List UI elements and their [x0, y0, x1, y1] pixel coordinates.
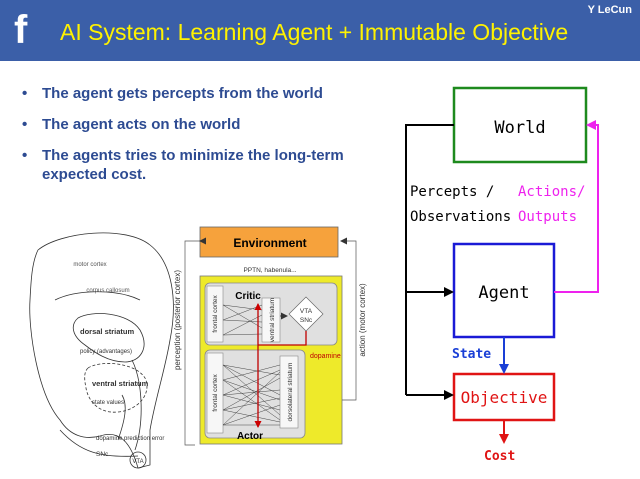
world-label: World: [494, 118, 545, 138]
bullet-text: The agents tries to minimize the long-te…: [42, 147, 344, 183]
dorsolateral-striatum-label: dorsolateral striatum: [287, 363, 294, 422]
dorsal-striatum-shape: [72, 313, 145, 363]
bullet-text: The agent gets percepts from the world: [42, 85, 323, 102]
frontal-cortex-bottom-label: frontal cortex: [212, 373, 219, 411]
world-box: [452, 86, 588, 164]
pptn-label: PPTN, habenula...: [243, 267, 296, 274]
agent-box: [452, 242, 556, 339]
bullet-item: • The agents tries to minimize the long-t…: [20, 146, 390, 184]
objective-label: Objective: [461, 388, 548, 407]
frontal-cortex-top-box: [206, 285, 224, 343]
ventral-striatum-sub: state values: [92, 400, 124, 406]
critic-label: Critic: [235, 291, 261, 302]
dorsolateral-striatum-box: [279, 355, 299, 429]
perception-label: perception (posterior cortex): [173, 270, 182, 370]
vta-label: VTA: [132, 459, 143, 465]
dopamine-projection: [117, 394, 126, 441]
actions-label-line2: Outputs: [518, 209, 577, 225]
dorsal-striatum-sub: policy (advantages): [80, 349, 132, 355]
percepts-line: [405, 124, 454, 395]
actions-arrow: [554, 120, 599, 293]
corpus-callosum-label: corpus callosum: [86, 288, 129, 294]
action-label: action (motor cortex): [358, 283, 367, 357]
cost-label: Cost: [484, 449, 515, 464]
bullet-list: •The agent gets percepts from the world …: [20, 84, 390, 196]
actor-label: Actor: [237, 431, 263, 442]
title-bar: [0, 0, 640, 61]
author-label: Y LeCun: [587, 4, 632, 16]
agent-loop-diagram: World Agent Objective Percepts / Observa…: [405, 86, 599, 464]
bullet-item: • The agent gets percepts from the world: [20, 84, 390, 103]
facebook-logo-icon: f: [14, 8, 28, 52]
perception-arrow: [184, 237, 206, 446]
snc-label: SNc: [96, 451, 109, 458]
environment-box: [199, 226, 339, 258]
environment-label: Environment: [233, 236, 306, 250]
percepts-label-line2: Observations: [410, 209, 511, 225]
actor-connections: [222, 364, 281, 426]
dopamine-error-label: dopamine prediction error: [96, 436, 164, 442]
ventral-striatum-label: ventral striatum: [92, 379, 149, 388]
frontal-cortex-top-label: frontal cortex: [212, 294, 219, 332]
bullet-dot-icon: •: [22, 85, 28, 102]
ventral-striatum-box: [261, 297, 281, 343]
corpus-callosum-shape: [54, 291, 141, 301]
bullet-dot-icon: •: [22, 147, 28, 164]
bullet-text: The agent acts on the world: [42, 116, 241, 133]
vta-label: VTA: [300, 308, 313, 315]
bullet-item: • The agent acts on the world: [20, 115, 390, 134]
agent-label: Agent: [478, 283, 529, 303]
action-arrow: [340, 237, 357, 401]
vta-circle: [129, 451, 147, 469]
percepts-label-line1: Percepts /: [410, 184, 494, 200]
actions-label-line1: Actions/: [518, 184, 585, 200]
state-label: State: [452, 347, 491, 362]
actor-critic-network: Environment PPTN, habenula... Critic Act…: [173, 226, 367, 446]
slide-title: AI System: Learning Agent + Immutable Ob…: [60, 19, 569, 45]
brain-labels: motor cortex corpus callosum dorsal stri…: [73, 262, 164, 465]
bullet-dot-icon: •: [22, 116, 28, 133]
snc-label: SNc: [300, 317, 313, 324]
dopamine-path: [258, 331, 307, 346]
ventral-striatum-shape: [84, 363, 148, 413]
brain-sketch: [29, 232, 174, 469]
frontal-cortex-bottom-box: [206, 352, 224, 434]
ventral-striatum-label: ventral striatum: [269, 298, 276, 342]
brain-outline: [29, 232, 174, 469]
brain-stem-line: [59, 429, 139, 457]
dopamine-projection: [131, 359, 142, 451]
dopamine-label: dopamine: [310, 353, 341, 360]
motor-cortex-label: motor cortex: [73, 262, 106, 268]
dorsal-striatum-label: dorsal striatum: [80, 327, 135, 336]
